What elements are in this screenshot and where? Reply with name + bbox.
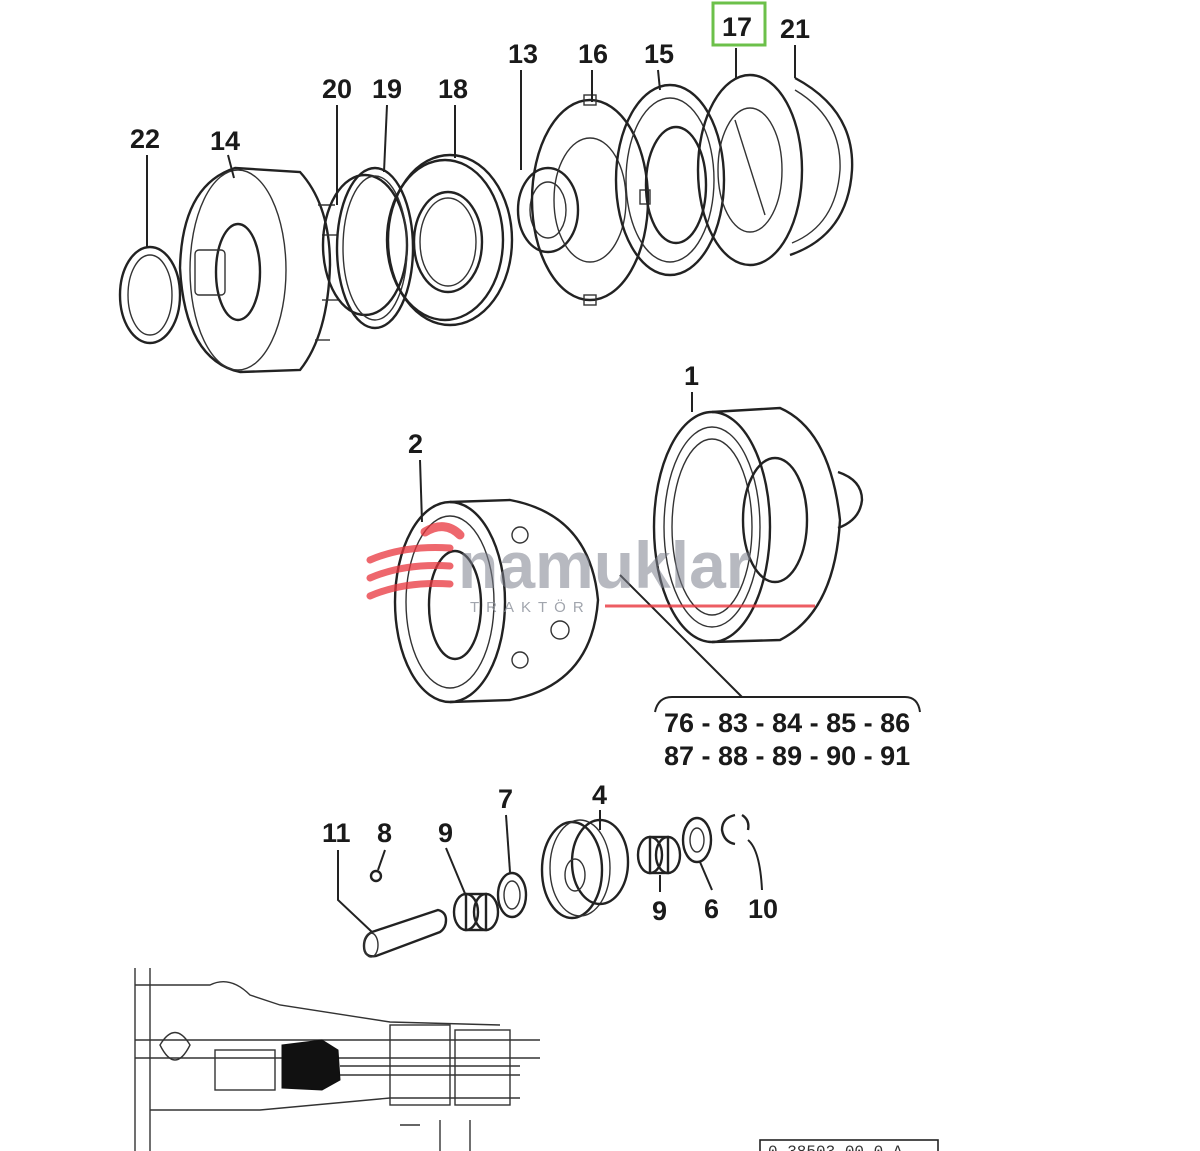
label-20: 20: [322, 74, 352, 104]
label-17: 17: [722, 12, 752, 42]
watermark-sub: TRAKTÖR: [470, 598, 591, 616]
part-9-needle-bearing: [452, 892, 500, 932]
part-16-steel-plate: [530, 94, 651, 306]
label-9-left: 9: [438, 818, 453, 848]
label-9-right: 9: [652, 896, 667, 926]
part-21-snap-ring: [789, 76, 854, 257]
label-18: 18: [438, 74, 468, 104]
label-15: 15: [644, 39, 674, 69]
part-8-ball: [369, 869, 383, 883]
part-6-thrust-washer: [681, 816, 713, 864]
watermark-stripes-icon: [366, 522, 465, 600]
label-6: 6: [704, 894, 719, 924]
label-22: 22: [130, 124, 160, 154]
reference-code-box: 0-38503-00.0.A: [759, 1139, 939, 1151]
label-1: 1: [684, 361, 699, 391]
reference-code: 0-38503-00.0.A: [768, 1143, 903, 1151]
gear-cluster-silhouette: [281, 1039, 341, 1091]
transmission-section-drawing: [134, 968, 540, 1151]
part-9-needle-bearing-second: [636, 835, 682, 875]
part-1-ring-gear: [652, 406, 864, 644]
watermark-logo: namuklar TRAKTÖR: [366, 522, 815, 616]
label-4: 4: [592, 780, 607, 810]
part-10-circlip: [720, 813, 750, 846]
watermark-brand: namuklar: [458, 528, 751, 602]
label-11: 11: [322, 818, 351, 848]
part-14-clutch-drum: [178, 166, 338, 374]
part-4-planet-gear: [540, 818, 630, 920]
label-2: 2: [408, 429, 423, 459]
label-8: 8: [377, 818, 392, 848]
part-7-bushing: [496, 871, 528, 919]
part-13-spacer: [516, 166, 580, 254]
part-19-seal-ring: [335, 166, 415, 330]
label-14: 14: [210, 126, 240, 156]
label-19: 19: [372, 74, 402, 104]
part-15-friction-disc: [614, 83, 726, 277]
part-20-snap-ring: [321, 173, 409, 317]
label-21: 21: [780, 14, 810, 44]
part-2-planet-carrier: [393, 498, 600, 704]
label-13: 13: [508, 39, 538, 69]
part-17-plate: [696, 73, 804, 267]
highlight-box-17: [711, 1, 767, 47]
group-label-line-1: 76 - 83 - 84 - 85 - 86: [664, 708, 910, 738]
label-10: 10: [748, 894, 778, 924]
group-label-line-2: 87 - 88 - 89 - 90 - 91: [664, 741, 910, 771]
label-7: 7: [498, 784, 513, 814]
label-16: 16: [578, 39, 608, 69]
part-22-o-ring: [118, 245, 182, 345]
part-11-pin: [362, 908, 448, 958]
part-18-piston: [385, 153, 514, 327]
